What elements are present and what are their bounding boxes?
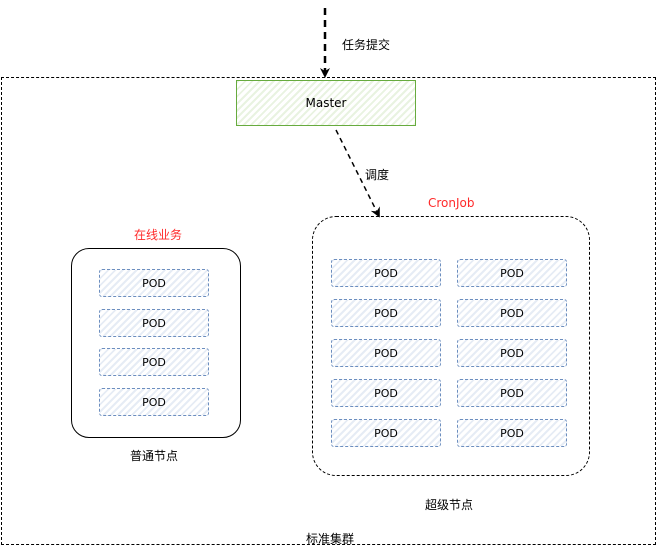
pod: POD xyxy=(99,309,209,337)
schedule-arrow xyxy=(335,129,380,218)
normal-node-label: 普通节点 xyxy=(130,449,179,463)
master-node: Master xyxy=(236,80,416,126)
pod: POD xyxy=(99,269,209,297)
pod: POD xyxy=(331,259,441,287)
pod: POD xyxy=(331,419,441,447)
task-submit-label: 任务提交 xyxy=(342,38,391,52)
pod: POD xyxy=(457,379,567,407)
super-node-label: 超级节点 xyxy=(425,498,474,512)
master-label: Master xyxy=(305,96,347,110)
pod: POD xyxy=(99,348,209,376)
normal-node: POD POD POD POD xyxy=(71,248,241,438)
pod: POD xyxy=(331,339,441,367)
pod: POD xyxy=(457,299,567,327)
pod: POD xyxy=(457,419,567,447)
cluster-label: 标准集群 xyxy=(306,532,355,546)
pod: POD xyxy=(331,379,441,407)
pod: POD xyxy=(331,299,441,327)
online-service-label: 在线业务 xyxy=(134,228,183,242)
pod: POD xyxy=(457,259,567,287)
pod: POD xyxy=(99,388,209,416)
super-node: POD POD POD POD POD POD POD POD POD POD xyxy=(312,216,590,476)
pod: POD xyxy=(457,339,567,367)
schedule-label: 调度 xyxy=(365,168,390,182)
cronjob-label: CronJob xyxy=(428,196,475,210)
